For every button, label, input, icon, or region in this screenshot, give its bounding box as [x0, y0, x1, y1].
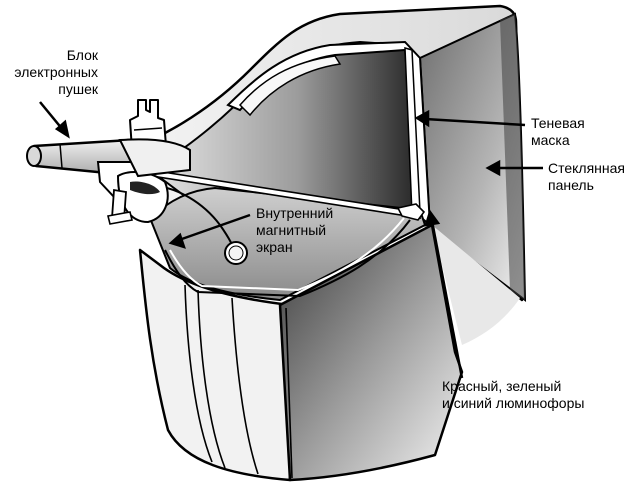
label-shadow-mask-line-2: маска [531, 132, 570, 148]
label-magnetic-shield: Внутренний магнитный экран [256, 205, 333, 256]
neck-end-cap [26, 145, 42, 167]
label-electron-gun-line-3: пушек [58, 81, 98, 97]
lower-shell-seam-2 [197, 289, 226, 469]
top-connector [129, 99, 167, 151]
label-phosphors: Красный, зеленый и синий люминофоры [442, 378, 584, 412]
neck-collar [118, 138, 191, 178]
screen-lower-section [278, 223, 464, 482]
label-shadow-mask-line-1: Теневая [531, 115, 585, 131]
top-connector-lip [133, 127, 163, 131]
glass-panel-lower [432, 225, 520, 345]
label-electron-gun-line-2: электронных [14, 64, 98, 80]
screen-lower-edge [285, 307, 293, 479]
magnetic-coil-inner [228, 245, 244, 261]
label-phosphors-line-2: и синий люминофоры [442, 395, 585, 411]
label-magnetic-shield-line-2: магнитный [256, 222, 327, 238]
magnetic-shield-wire [164, 219, 411, 298]
lower-shell-seam-3 [231, 297, 259, 475]
label-shadow-mask: Теневая маска [531, 115, 585, 149]
label-phosphors-line-1: Красный, зеленый [442, 378, 562, 394]
magnetic-shield-inner [169, 217, 405, 292]
label-glass-panel-line-2: панель [548, 177, 594, 193]
glass-face-highlight [500, 14, 525, 300]
mask-bracket [396, 203, 426, 221]
tube-lower-shell [138, 248, 292, 482]
neck-band [59, 143, 63, 169]
electron-gun-bracket [107, 211, 133, 225]
label-electron-gun: Блок электронных пушек [0, 47, 98, 98]
electron-gun-cone-dark [130, 181, 160, 195]
leader-lines [39, 101, 543, 379]
label-magnetic-shield-line-1: Внутренний [256, 205, 334, 221]
label-magnetic-shield-line-3: экран [256, 239, 293, 255]
interior-floor [148, 186, 427, 302]
interior-highlight [238, 55, 342, 117]
label-electron-gun-line-1: Блок [66, 47, 98, 63]
label-glass-panel-line-1: Стеклянная [548, 160, 626, 176]
label-glass-panel: Стеклянная панель [548, 160, 625, 194]
lower-shell-seam-1 [184, 284, 213, 463]
